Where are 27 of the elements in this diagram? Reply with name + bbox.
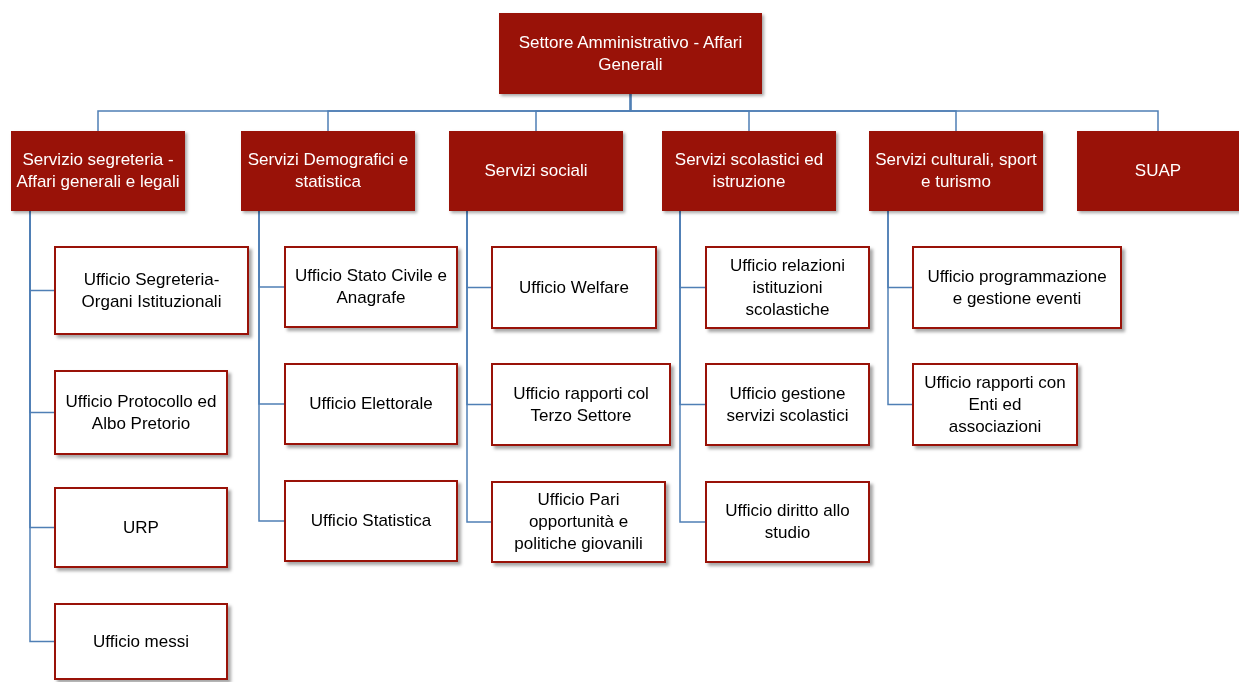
office-box: Ufficio relazioni istituzioni scolastiche bbox=[705, 246, 870, 329]
unit-box: Servizi Demografici e statistica bbox=[241, 131, 415, 211]
office-box: Ufficio diritto allo studio bbox=[705, 481, 870, 563]
office-box: URP bbox=[54, 487, 228, 568]
office-box: Ufficio messi bbox=[54, 603, 228, 680]
connector-line bbox=[679, 210, 706, 523]
office-box: Ufficio Pari opportunità e politiche giovanili bbox=[491, 481, 666, 563]
office-box: Ufficio rapporti col Terzo Settore bbox=[491, 363, 671, 446]
office-box: Ufficio Statistica bbox=[284, 480, 458, 562]
office-box: Ufficio Stato Civile e Anagrafe bbox=[284, 246, 458, 328]
office-box: Ufficio gestione servizi scolastici bbox=[705, 363, 870, 446]
connector-line bbox=[629, 93, 1159, 132]
office-box: Ufficio Welfare bbox=[491, 246, 657, 329]
unit-box: Servizi sociali bbox=[449, 131, 623, 211]
unit-box: Servizi scolastici ed istruzione bbox=[662, 131, 836, 211]
office-box: Ufficio programmazione e gestione eventi bbox=[912, 246, 1122, 329]
unit-box: Servizi culturali, sport e turismo bbox=[869, 131, 1043, 211]
unit-box: Servizio segreteria - Affari generali e legali bbox=[11, 131, 185, 211]
connector-line bbox=[466, 210, 492, 523]
unit-box: SUAP bbox=[1077, 131, 1239, 211]
office-box: Ufficio rapporti con Enti ed associazioni bbox=[912, 363, 1078, 446]
connector-line bbox=[887, 210, 913, 406]
office-box: Ufficio Protocollo ed Albo Pretorio bbox=[54, 370, 228, 455]
unit-box: Settore Amministrativo - Affari Generali bbox=[499, 13, 762, 94]
office-box: Ufficio Segreteria-Organi Istituzionali bbox=[54, 246, 249, 335]
connector-line bbox=[258, 210, 285, 522]
office-box: Ufficio Elettorale bbox=[284, 363, 458, 445]
